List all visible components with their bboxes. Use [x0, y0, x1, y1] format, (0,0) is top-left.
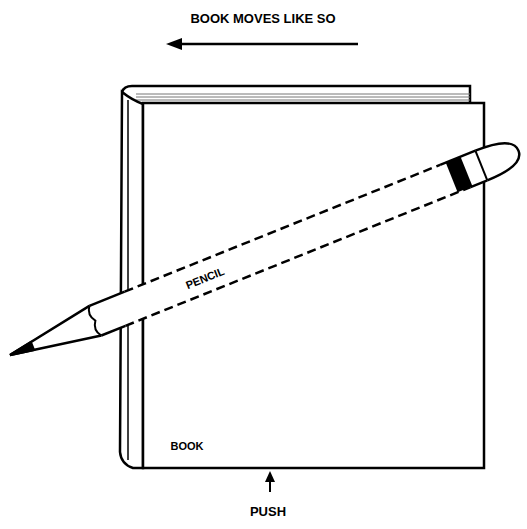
motion-label: BOOK MOVES LIKE SO: [190, 12, 335, 25]
motion-arrow: [178, 43, 358, 46]
push-arrowhead: [265, 471, 275, 482]
force-label: PUSH: [250, 505, 286, 518]
pencil: [4, 136, 524, 370]
motion-arrowhead: [166, 38, 182, 50]
part-name: BOOK: [171, 441, 204, 452]
